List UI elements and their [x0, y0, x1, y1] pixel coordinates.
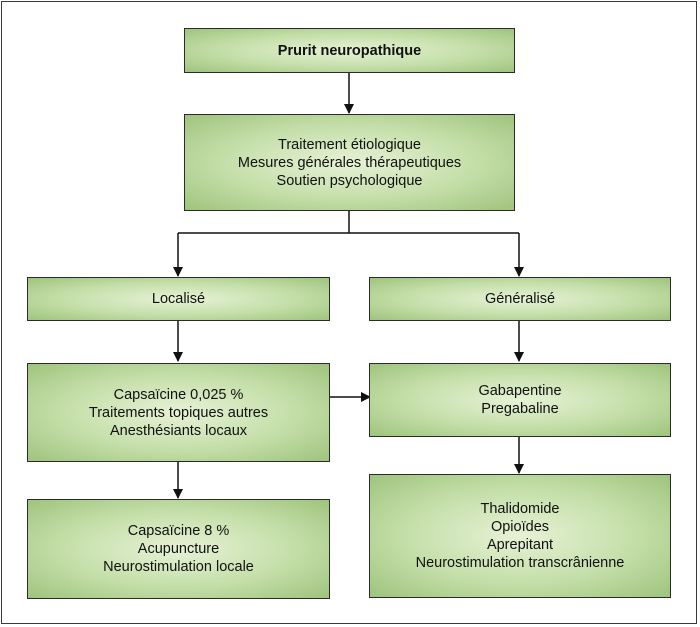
node-label: Aprepitant	[486, 537, 554, 553]
node-generalise: Généralisé	[369, 277, 671, 321]
node-label: Neurostimulation locale	[103, 559, 254, 575]
node-gabapentine-pregabaline: Gabapentine Pregabaline	[369, 363, 671, 437]
node-label: Gabapentine	[478, 383, 562, 399]
node-traitements-locaux: Capsaïcine 0,025 % Traitements topiques …	[27, 363, 330, 462]
node-label: Généralisé	[484, 291, 556, 307]
node-label: Thalidomide	[480, 501, 560, 517]
node-traitement-general: Traitement étiologique Mesures générales…	[184, 114, 515, 211]
node-label: Prurit neuropathique	[277, 42, 422, 59]
node-label: Neurostimulation transcrânienne	[415, 555, 625, 571]
node-label: Pregabaline	[481, 401, 559, 417]
node-label: Traitements topiques autres	[88, 404, 269, 421]
node-label: Acupuncture	[137, 541, 220, 557]
node-label: Localisé	[151, 291, 206, 307]
node-label: Traitement étiologique	[278, 136, 421, 153]
node-label: Capsaïcine 8 %	[127, 523, 230, 539]
node-traitements-generaux-seconde-ligne: Thalidomide Opioïdes Aprepitant Neurosti…	[369, 474, 671, 598]
node-label: Anesthésiants locaux	[109, 422, 248, 439]
node-label: Soutien psychologique	[276, 172, 423, 189]
node-localise: Localisé	[27, 277, 330, 321]
node-label: Opioïdes	[490, 519, 550, 535]
node-label: Mesures générales thérapeutiques	[237, 154, 462, 171]
node-prurit-neuropathique: Prurit neuropathique	[184, 28, 515, 73]
node-traitements-locaux-seconde-ligne: Capsaïcine 8 % Acupuncture Neurostimulat…	[27, 499, 330, 599]
node-label: Capsaïcine 0,025 %	[113, 386, 244, 403]
